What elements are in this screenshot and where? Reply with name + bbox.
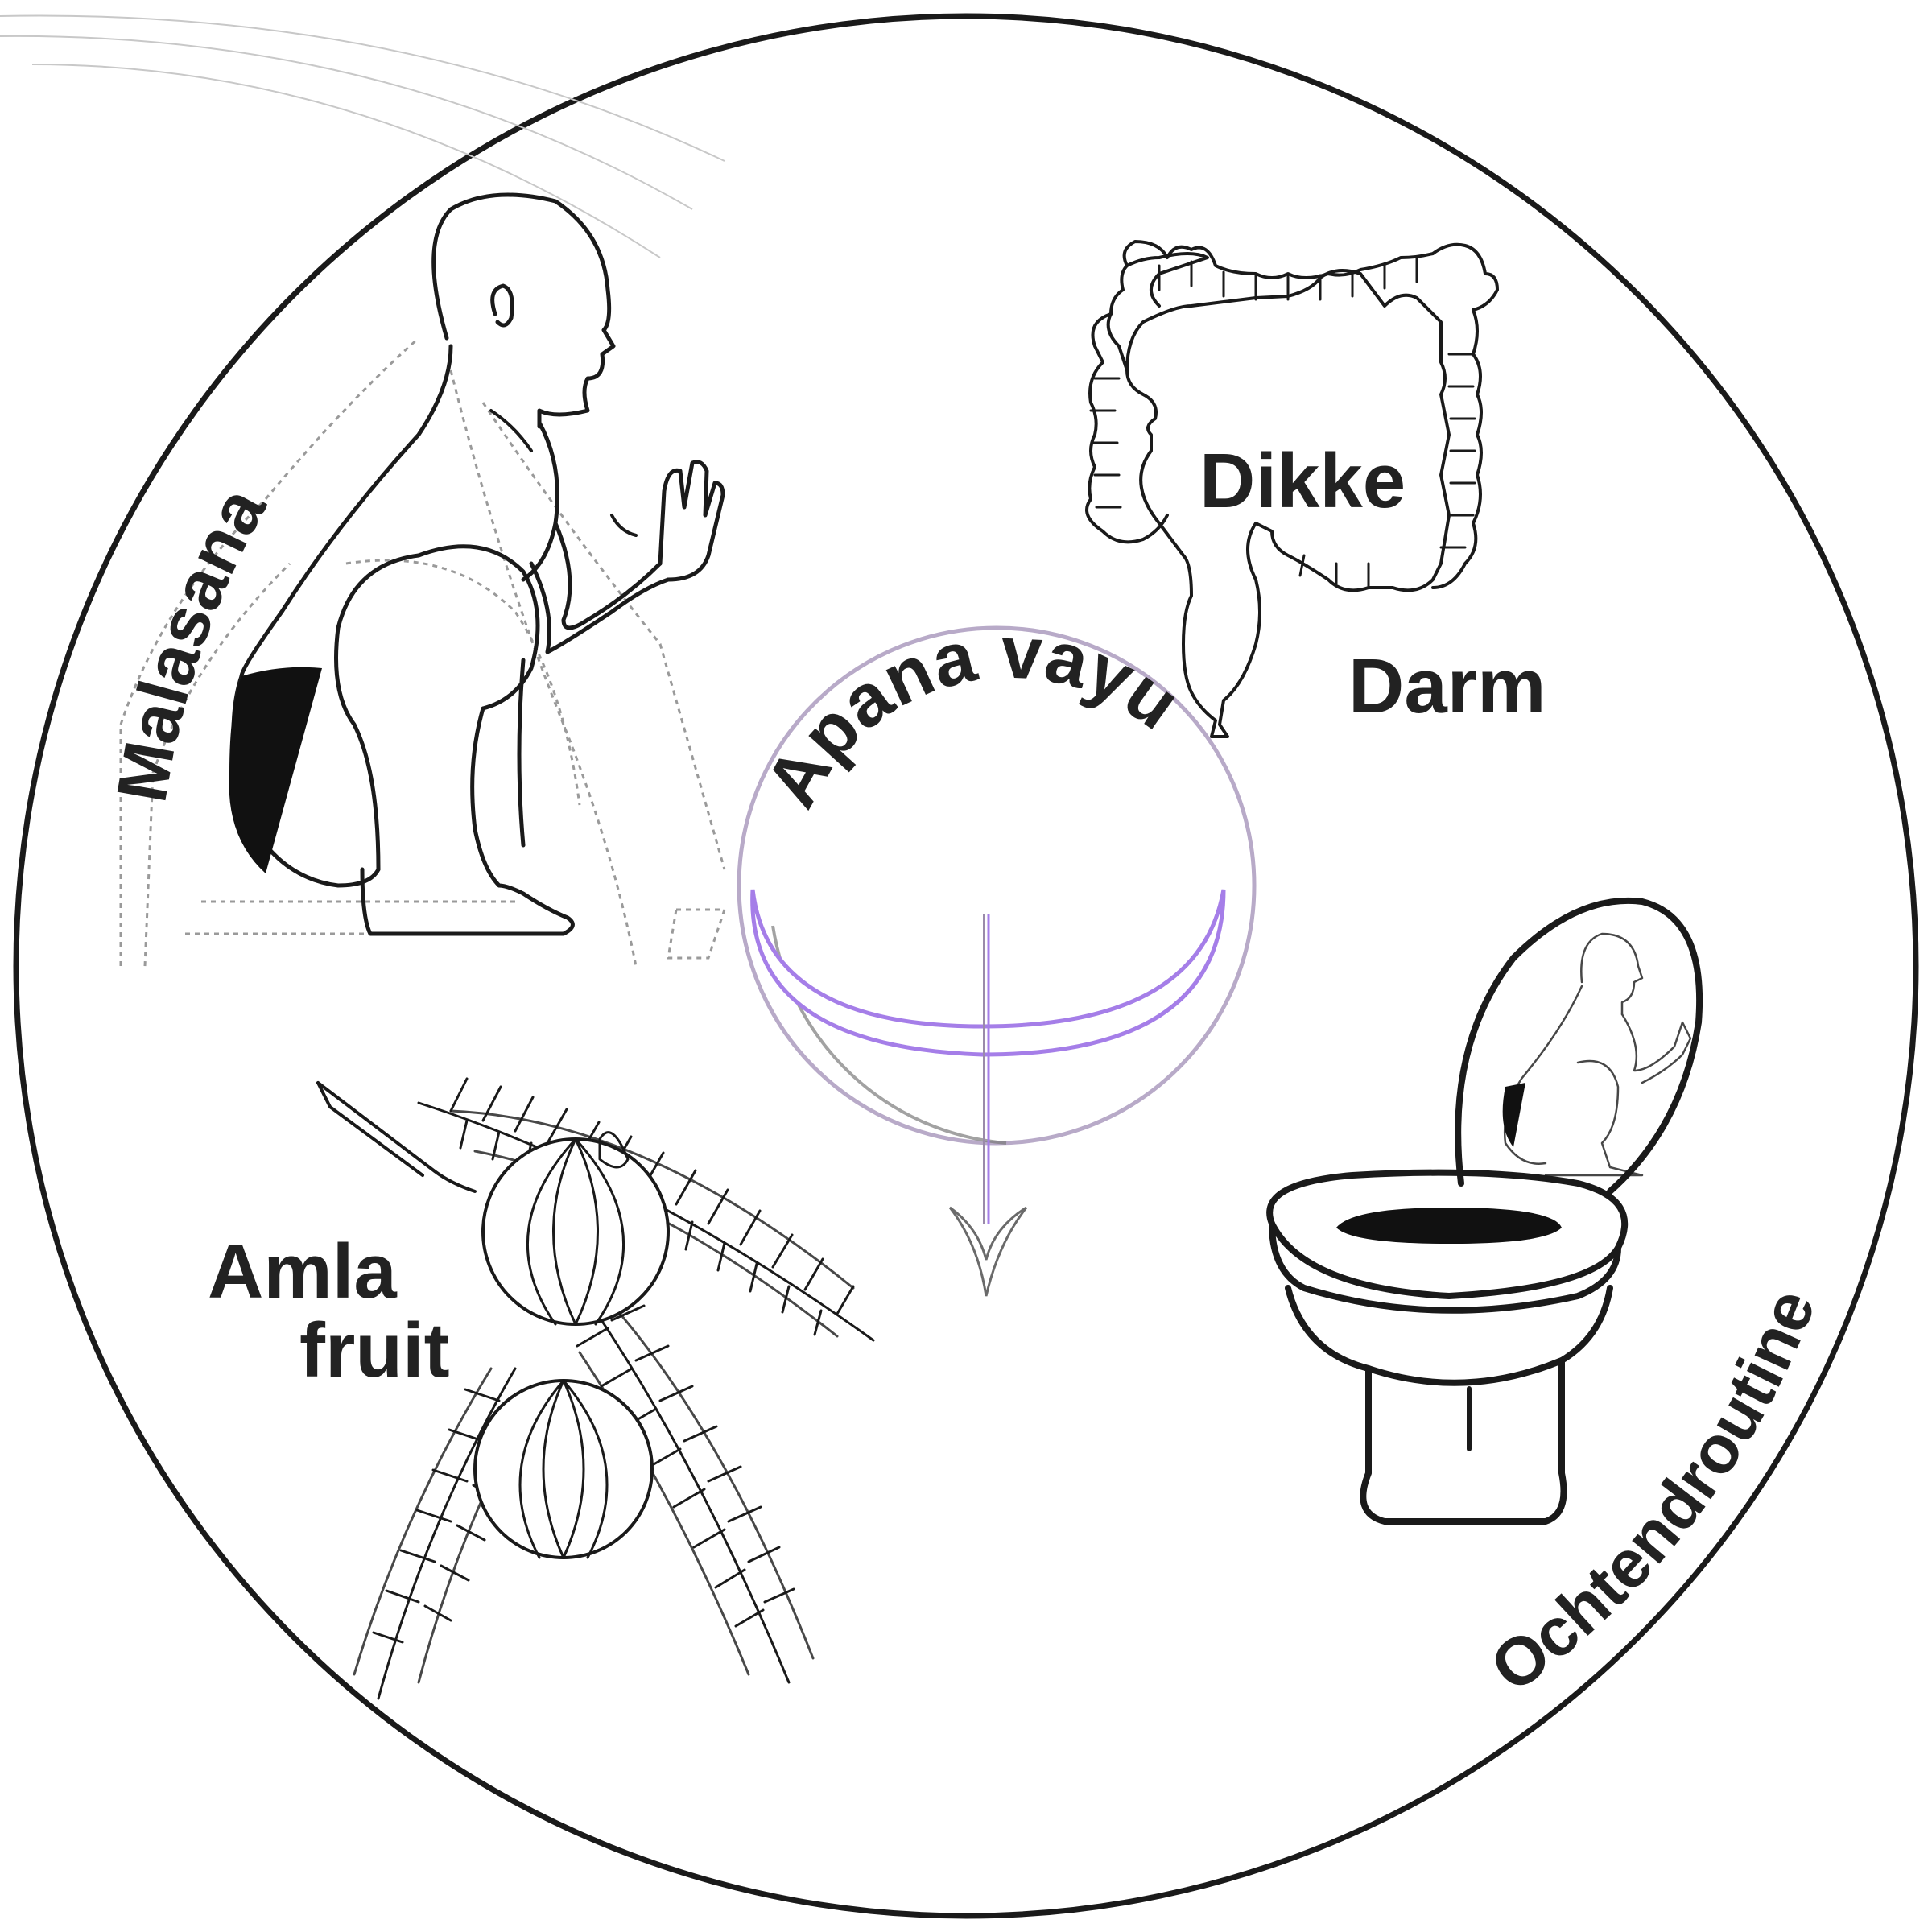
label-amla: Amla [208,1228,397,1315]
toilet-icon [1266,897,1703,1525]
haustra-lines [1089,256,1476,589]
label-ochtendroutine: Ochtendroutine [1477,1279,1830,1707]
large-intestine-icon [1085,240,1499,738]
label-apana-vayu: Apana vayu [750,611,1195,820]
small-loincloth [1502,1083,1525,1147]
amla-branch-icon [316,1077,875,1700]
decorative-swoosh [0,14,725,258]
squatting-person-icon [119,192,727,967]
amla-fruit-upper [481,1131,670,1326]
outer-circle [13,13,1919,1919]
label-darm: Darm [1348,643,1546,729]
down-arrow-icon [948,914,1028,1297]
amla-fruit-lower [473,1379,654,1559]
loincloth [229,667,322,873]
label-dikke: Dikke [1199,438,1406,524]
apana-vayu-symbol [737,625,1257,1297]
label-fruit: fruit [299,1307,450,1393]
ghost-outline [119,336,727,967]
small-squatting-person-icon [1503,932,1692,1177]
crescent-moon-icon [750,889,1226,1057]
